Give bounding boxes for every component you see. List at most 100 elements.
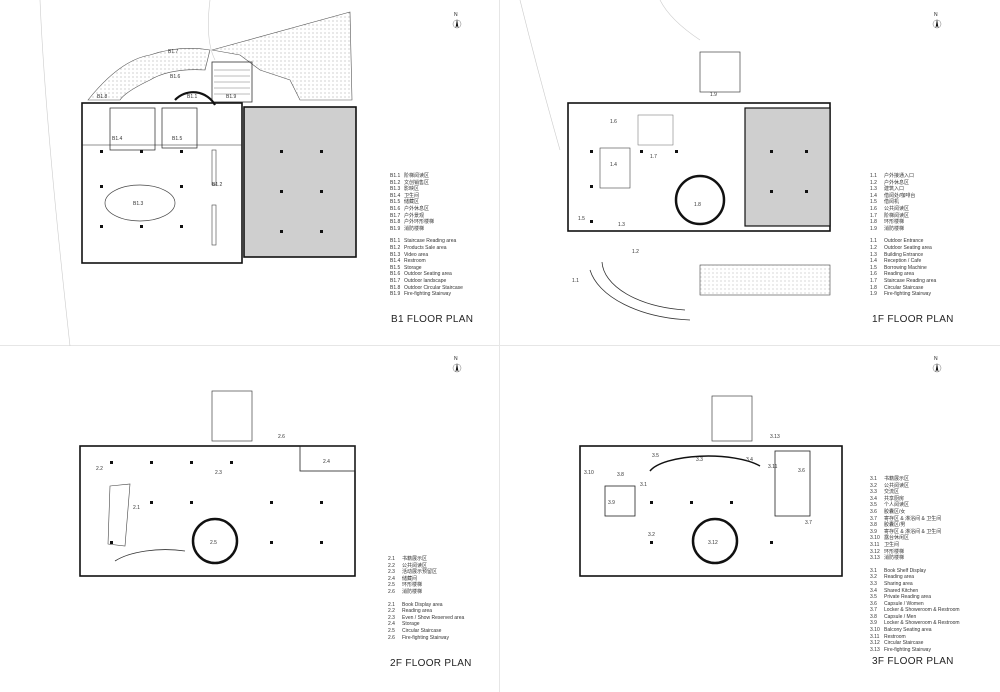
legend-code: 1.1 [870, 238, 877, 245]
legend-code: 1.5 [870, 264, 877, 271]
legend-code: 3.11 [870, 541, 880, 548]
legend-text: 消防楼梯 [884, 555, 905, 562]
1f-label-3: 1.3 [618, 222, 625, 228]
legend-code: B1.7 [390, 277, 401, 284]
3f-label-8: 3.8 [617, 472, 624, 478]
3f-label-10: 3.10 [584, 470, 594, 476]
legend-text: 交流区 [884, 489, 900, 496]
north-arrow-icon [932, 363, 942, 373]
legend-code: 1.9 [870, 291, 877, 298]
legend-text: 环形楼梯 [884, 548, 905, 555]
legend-text: Private Reading area [884, 594, 931, 601]
3f-label-2: 3.2 [648, 532, 655, 538]
3f-plan-title: 3F FLOOR PLAN [872, 656, 954, 667]
legend-text: 活动展示预留区 [402, 569, 438, 576]
3f-label-9: 3.9 [608, 500, 615, 506]
b1-north-arrow: N [452, 12, 462, 30]
legend-code: 3.8 [870, 613, 877, 620]
2f-storage [299, 445, 356, 472]
legend-text: Reading area [884, 574, 915, 581]
legend-code: 2.3 [388, 614, 395, 621]
legend-code: 1.2 [870, 244, 877, 251]
legend-text: 借阅处/咖啡台 [884, 192, 916, 199]
legend-text: 户外接通入口 [884, 173, 915, 179]
legend-text: 消防楼梯 [402, 588, 423, 595]
legend-code: B1.6 [390, 205, 401, 212]
legend-code: B1.2 [390, 244, 401, 251]
1f-label-5: 1.5 [578, 216, 585, 222]
3f-circular-stair [691, 517, 739, 565]
legend-code: B1.7 [390, 212, 401, 219]
north-label: N [454, 356, 458, 362]
1f-plan-title: 1F FLOOR PLAN [872, 314, 954, 325]
legend-text: Locker & Showeroom & Restroom [884, 607, 960, 614]
legend-code: B1.8 [390, 219, 401, 226]
legend-text: Even / Show Reserved area [402, 614, 465, 621]
legend-text: 寄存区 & 淋浴间 & 卫生间 [884, 515, 942, 522]
2f-reading-arc [114, 549, 186, 562]
legend-text: 影映区 [404, 186, 420, 193]
legend-code: 3.5 [870, 594, 877, 601]
legend-text: Book Display area [402, 601, 443, 608]
legend-code: 1.2 [870, 179, 877, 186]
site-curve-top [208, 0, 216, 61]
legend-row-legend_en: 2.3 Even / Show Reserved area [388, 615, 464, 622]
legend-text: Sharing area [884, 580, 913, 587]
legend-text: Fire-fighting Stairway [402, 634, 449, 641]
legend-text: 户外环形楼梯 [404, 219, 435, 226]
legend-text: Outdoor Seating area [884, 244, 932, 251]
legend-text: 胶囊区/女 [884, 508, 906, 515]
3f-label-7: 3.7 [805, 520, 812, 526]
legend-code: 1.1 [870, 173, 877, 179]
b1-label-6: B1.6 [170, 74, 181, 80]
legend-text: Staircase Reading area [884, 277, 937, 284]
1f-label-6: 1.6 [610, 119, 617, 125]
legend-code: 3.7 [870, 515, 877, 522]
legend-code: 1.3 [870, 186, 877, 193]
site-curve-left [39, 0, 71, 346]
1f-label-8: 1.8 [694, 202, 701, 208]
1f-plan-drawing: 1.1 1.2 1.3 1.4 1.5 1.6 1.7 1.8 1.9 [519, 0, 831, 321]
2f-label-2: 2.2 [96, 466, 103, 472]
legend-code: 3.2 [870, 482, 877, 489]
sheet-3f-floor-plan: 3.1 3.2 3.3 3.4 3.5 3.6 3.7 3.8 3.9 3.10… [500, 346, 1000, 692]
3f-plan-drawing: 3.1 3.2 3.3 3.4 3.5 3.6 3.7 3.8 3.9 3.10… [579, 395, 843, 577]
legend-text: Circular Staircase [884, 640, 924, 647]
north-arrow-icon [452, 363, 462, 373]
legend-text: Reception / Cafe [884, 258, 922, 265]
legend-text: Storage [402, 621, 420, 628]
legend-text: Fire-fighting Stairway [884, 646, 931, 653]
legend-code: 3.9 [870, 528, 877, 535]
legend-code: 1.7 [870, 277, 877, 284]
legend-text: 胶囊区/男 [884, 522, 906, 529]
legend-text: 公共阅读区 [884, 205, 910, 212]
2f-book-display [107, 483, 131, 547]
1f-adjacent-block [744, 107, 831, 227]
b1-label-1: B1.1 [187, 94, 198, 100]
